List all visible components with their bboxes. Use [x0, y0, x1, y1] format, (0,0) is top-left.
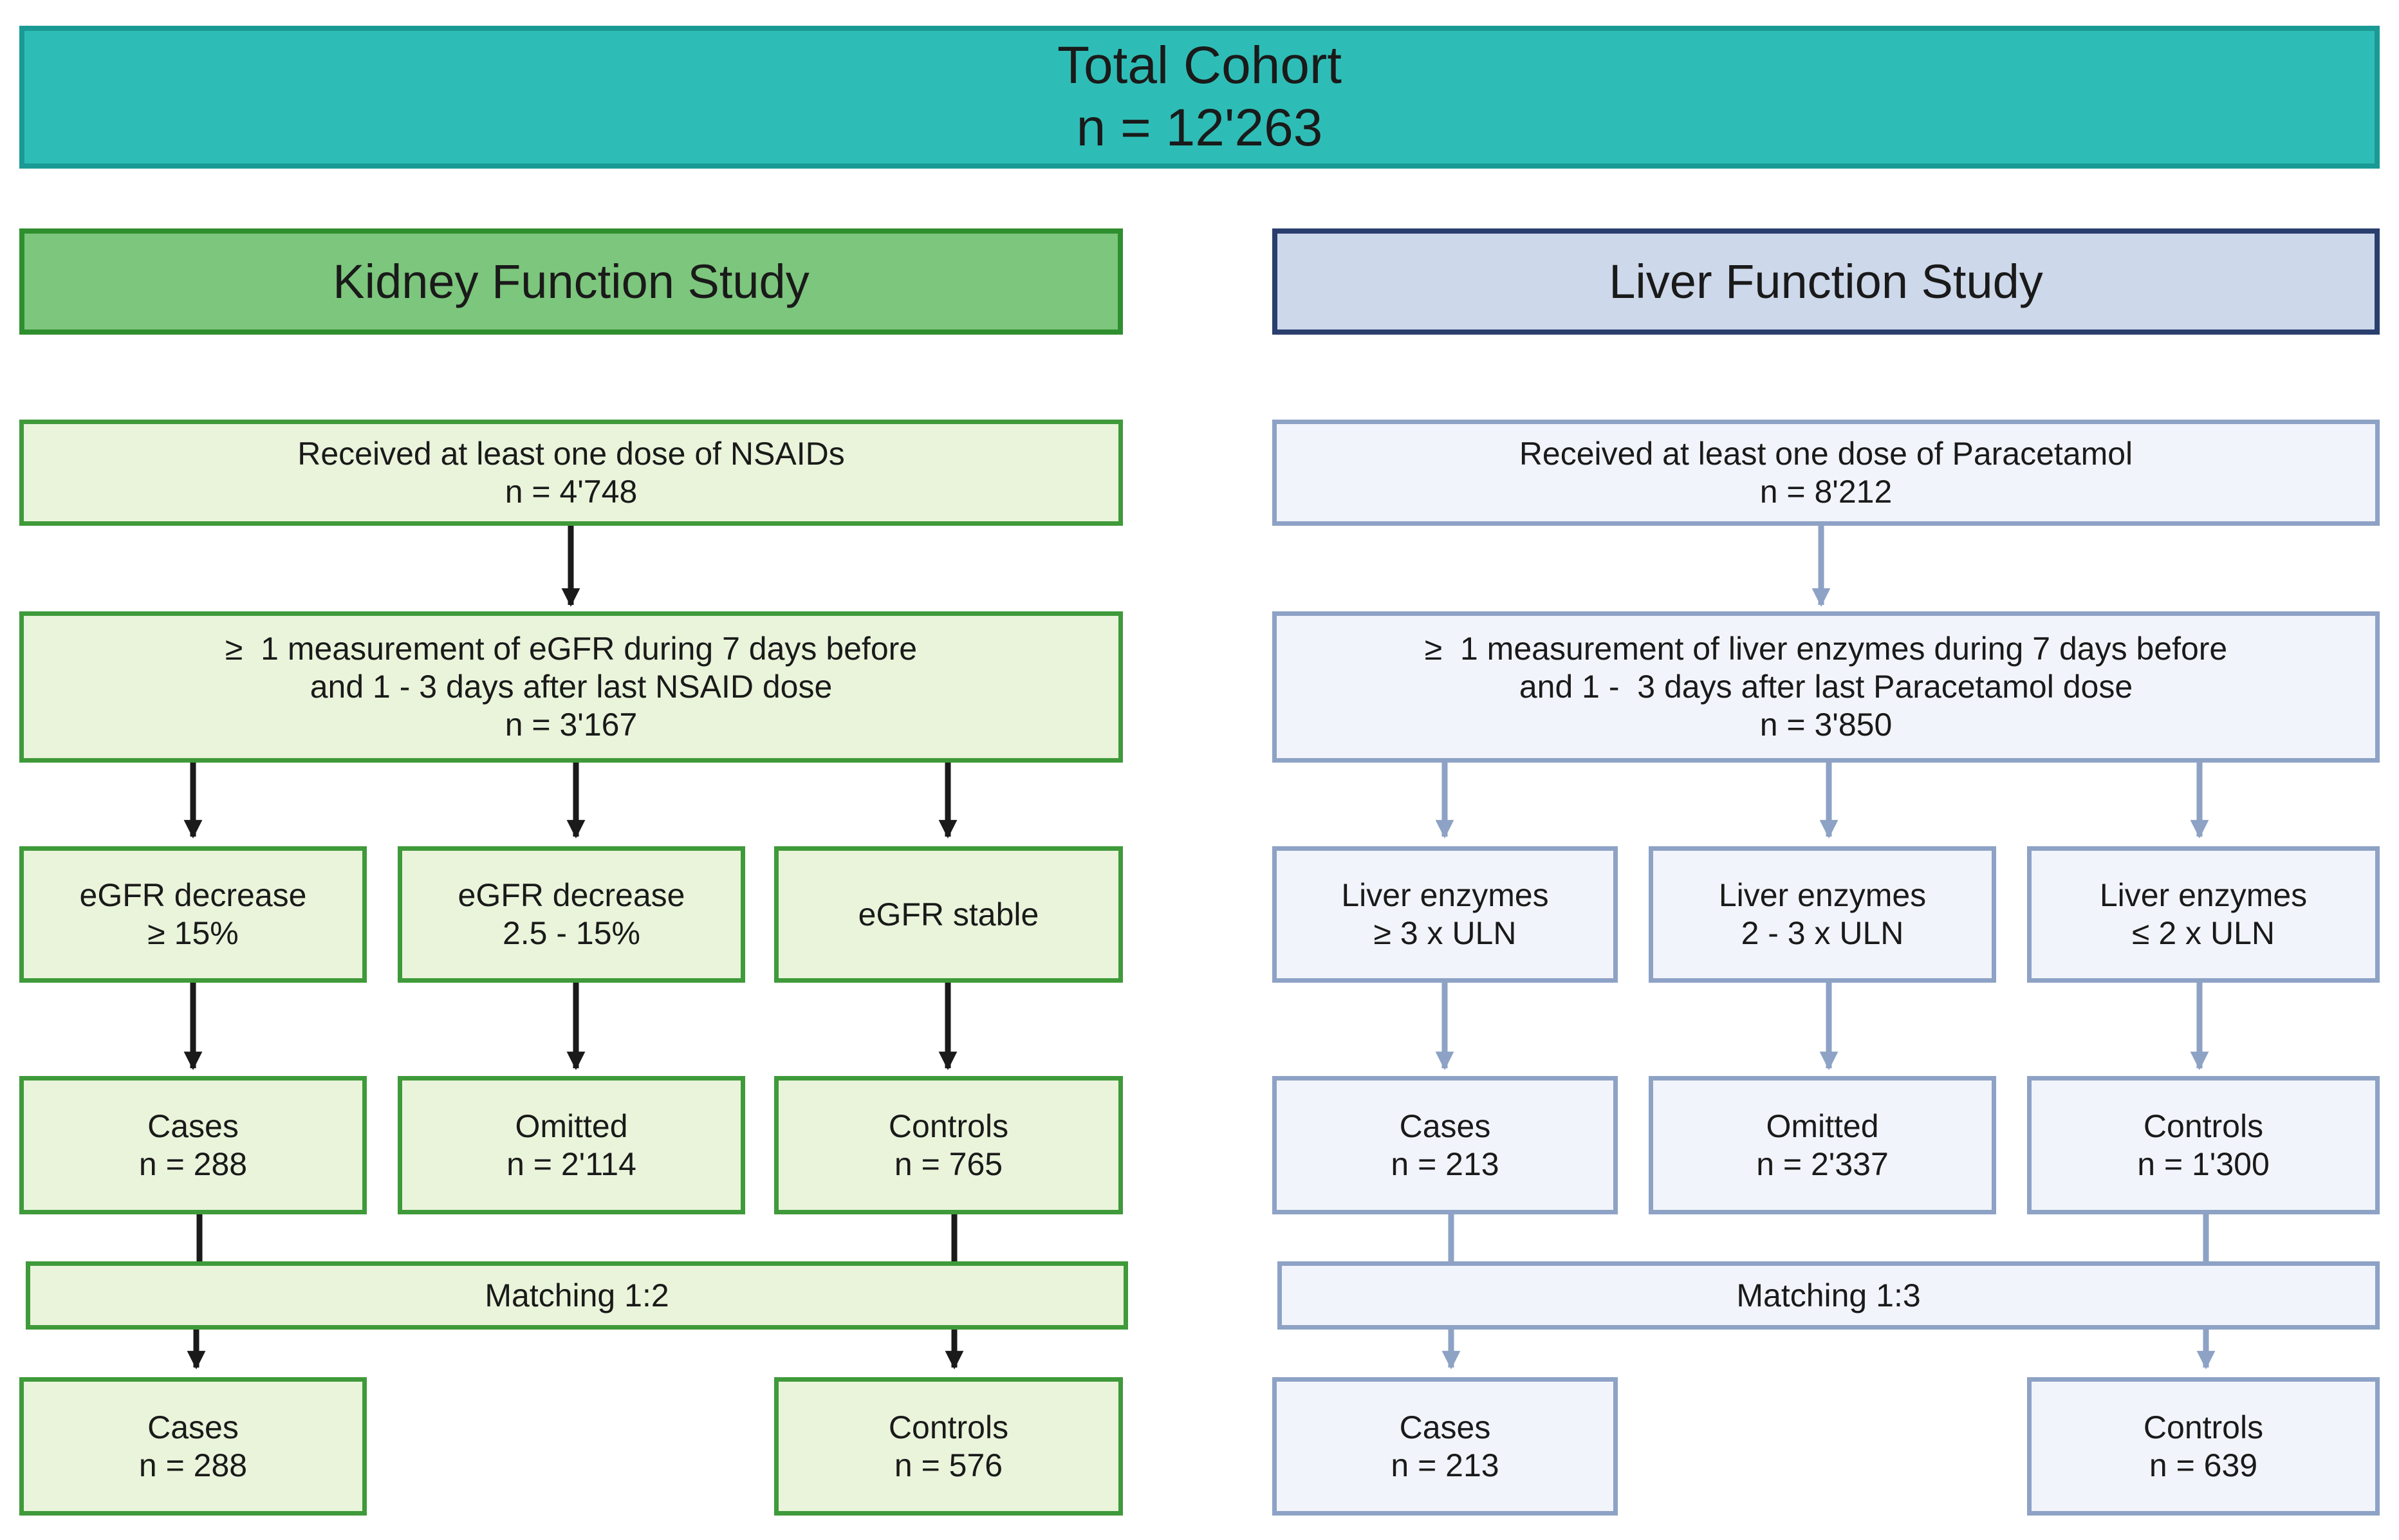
- kidney-controls-box: Controls n = 765: [774, 1076, 1123, 1214]
- kidney-final-n: n = 576: [894, 1447, 1003, 1483]
- kidney-final-controls-box: Controls n = 576: [774, 1377, 1123, 1516]
- kidney-final-label: Controls: [888, 1409, 1009, 1445]
- kidney-received-box: Received at least one dose of NSAIDs n =…: [19, 420, 1123, 526]
- liver-received-n: n = 8'212: [1759, 473, 1893, 510]
- liver-group-box: Liver enzymes ≥ 3 x ULN: [1272, 846, 1618, 983]
- kidney-measurement-line1: ≥ 1 measurement of eGFR during 7 days be…: [225, 631, 918, 667]
- kidney-measurement-line2: and 1 - 3 days after last NSAID dose: [310, 669, 833, 705]
- liver-final-label: Controls: [2143, 1409, 2264, 1445]
- liver-outcome-n: n = 213: [1391, 1146, 1499, 1182]
- kidney-group-label: eGFR decrease: [79, 877, 307, 913]
- kidney-matching-bar: Matching 1:2: [26, 1261, 1128, 1330]
- liver-group-label: Liver enzymes: [1718, 877, 1927, 913]
- kidney-received-text: Received at least one dose of NSAIDs: [297, 435, 845, 472]
- liver-group-box: Liver enzymes ≤ 2 x ULN: [2027, 846, 2380, 983]
- liver-study-header: Liver Function Study: [1272, 228, 2380, 335]
- total-cohort-box: Total Cohort n = 12'263: [19, 26, 2380, 169]
- liver-matching-bar: Matching 1:3: [1277, 1261, 2380, 1330]
- kidney-measurement-n: n = 3'167: [505, 707, 638, 743]
- kidney-study-title: Kidney Function Study: [333, 254, 810, 308]
- kidney-group-label: eGFR decrease: [458, 877, 685, 913]
- liver-outcome-label: Controls: [2143, 1108, 2264, 1144]
- liver-omitted-box: Omitted n = 2'337: [1649, 1076, 1996, 1214]
- liver-group-label: Liver enzymes: [2099, 877, 2308, 913]
- kidney-final-cases-box: Cases n = 288: [19, 1377, 367, 1516]
- kidney-measurement-box: ≥ 1 measurement of eGFR during 7 days be…: [19, 611, 1123, 763]
- liver-measurement-box: ≥ 1 measurement of liver enzymes during …: [1272, 611, 2380, 763]
- liver-study-title: Liver Function Study: [1609, 254, 2043, 308]
- kidney-final-n: n = 288: [138, 1447, 248, 1483]
- liver-group-label: Liver enzymes: [1341, 877, 1549, 913]
- kidney-group-range: ≥ 15%: [147, 915, 239, 951]
- kidney-cases-box: Cases n = 288: [19, 1076, 367, 1214]
- liver-outcome-label: Omitted: [1766, 1108, 1879, 1144]
- kidney-group-box: eGFR decrease ≥ 15%: [19, 846, 367, 983]
- kidney-received-n: n = 4'748: [505, 473, 638, 510]
- kidney-outcome-label: Cases: [147, 1108, 239, 1144]
- liver-final-controls-box: Controls n = 639: [2027, 1377, 2380, 1516]
- liver-outcome-label: Cases: [1399, 1108, 1491, 1144]
- liver-final-n: n = 639: [2149, 1447, 2258, 1483]
- total-cohort-n: n = 12'263: [1076, 98, 1323, 157]
- kidney-group-range: 2.5 - 15%: [502, 915, 640, 951]
- kidney-outcome-label: Controls: [888, 1108, 1009, 1144]
- liver-final-label: Cases: [1399, 1409, 1491, 1445]
- kidney-group-box: eGFR stable: [774, 846, 1123, 983]
- total-cohort-title: Total Cohort: [1057, 36, 1342, 95]
- liver-received-text: Received at least one dose of Paracetamo…: [1519, 435, 2133, 472]
- liver-group-range: 2 - 3 x ULN: [1741, 915, 1904, 951]
- liver-measurement-line2: and 1 - 3 days after last Paracetamol do…: [1519, 669, 2133, 705]
- kidney-outcome-label: Omitted: [515, 1108, 628, 1144]
- liver-measurement-n: n = 3'850: [1759, 707, 1893, 743]
- kidney-outcome-n: n = 2'114: [506, 1146, 636, 1182]
- liver-controls-box: Controls n = 1'300: [2027, 1076, 2380, 1214]
- kidney-outcome-n: n = 765: [894, 1146, 1003, 1182]
- kidney-group-box: eGFR decrease 2.5 - 15%: [398, 846, 745, 983]
- liver-measurement-line1: ≥ 1 measurement of liver enzymes during …: [1424, 631, 2228, 667]
- kidney-omitted-box: Omitted n = 2'114: [398, 1076, 745, 1214]
- kidney-final-label: Cases: [147, 1409, 239, 1445]
- liver-cases-box: Cases n = 213: [1272, 1076, 1618, 1214]
- liver-final-n: n = 213: [1391, 1447, 1499, 1483]
- kidney-group-label: eGFR stable: [858, 896, 1039, 932]
- liver-received-box: Received at least one dose of Paracetamo…: [1272, 420, 2380, 526]
- liver-group-range: ≥ 3 x ULN: [1373, 915, 1517, 951]
- liver-matching-label: Matching 1:3: [1736, 1277, 1921, 1313]
- kidney-study-header: Kidney Function Study: [19, 228, 1123, 335]
- kidney-matching-label: Matching 1:2: [485, 1277, 669, 1313]
- liver-outcome-n: n = 1'300: [2137, 1146, 2270, 1182]
- liver-outcome-n: n = 2'337: [1756, 1146, 1889, 1182]
- liver-group-range: ≤ 2 x ULN: [2132, 915, 2275, 951]
- kidney-outcome-n: n = 288: [138, 1146, 248, 1182]
- liver-final-cases-box: Cases n = 213: [1272, 1377, 1618, 1516]
- liver-group-box: Liver enzymes 2 - 3 x ULN: [1649, 846, 1996, 983]
